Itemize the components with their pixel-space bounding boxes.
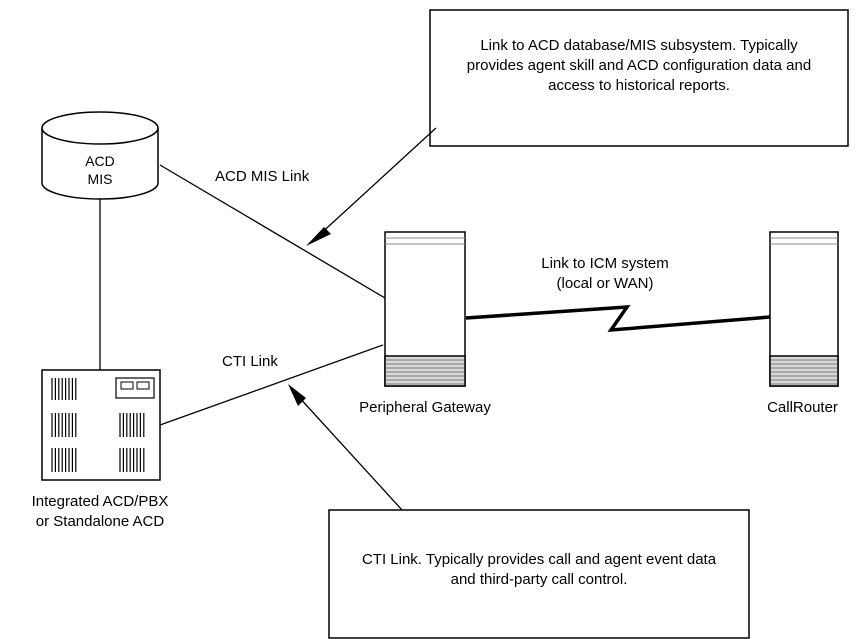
peripheral-gateway-server xyxy=(384,231,466,387)
acd-mis-link-label: ACD MIS Link xyxy=(215,168,310,185)
acd-mis-database xyxy=(41,111,159,200)
mis-callout-text: Link to ACD database/MIS subsystem. Typi… xyxy=(466,37,812,94)
acd-pbx-label: Integrated ACD/PBX or Standalone ACD xyxy=(0,492,200,532)
peripheral-gateway-label: Peripheral Gateway xyxy=(359,399,491,416)
cti-callout-box xyxy=(328,509,750,639)
acd-mis-label-line2: MIS xyxy=(87,171,113,187)
cti-link-line xyxy=(159,344,384,426)
acd-pbx-cabinet xyxy=(41,369,161,481)
acd-mis-label-line1: ACD xyxy=(85,153,115,169)
acd-mis-label: ACD MIS xyxy=(60,152,140,188)
cti-link-label: CTI Link xyxy=(222,353,278,370)
acd-pbx-label-line1: Integrated ACD/PBX xyxy=(31,493,169,510)
acd-pbx-label-line2: or Standalone ACD xyxy=(35,513,165,530)
callrouter-label: CallRouter xyxy=(767,399,838,416)
icm-link-wan-line xyxy=(465,305,771,333)
icm-link-label-line1: Link to ICM system xyxy=(541,255,669,272)
mis-callout-arrow xyxy=(306,127,437,246)
icm-link-label-line2: (local or WAN) xyxy=(556,275,654,292)
acd-mis-link-line xyxy=(159,164,386,299)
mis-callout-box xyxy=(429,9,849,147)
icm-link-label: Link to ICM system (local or WAN) xyxy=(510,254,700,294)
pbx-display-panel xyxy=(115,377,155,399)
cti-callout-text: CTI Link. Typically provides call and ag… xyxy=(361,551,717,588)
callrouter-server xyxy=(769,231,839,387)
cti-callout-arrow xyxy=(288,384,403,511)
